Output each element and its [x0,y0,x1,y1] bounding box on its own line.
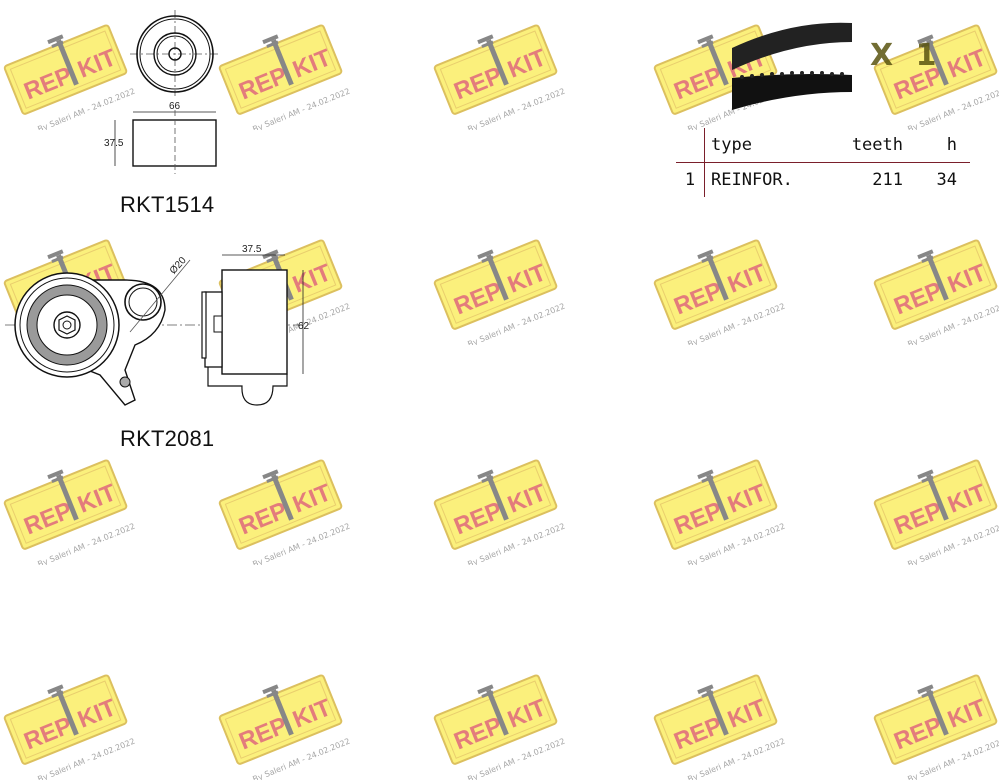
header-type: type [711,135,752,155]
svg-text:REP: REP [20,712,76,756]
svg-text:KIT: KIT [724,694,770,734]
svg-text:REP: REP [670,497,726,541]
repkit-watermark-icon: REP KIT By Saleri AM - 24.02.2022 [653,674,786,780]
repkit-watermark-icon: REP KIT By Saleri AM - 24.02.2022 [873,459,999,565]
idler-pulley-drawing: 66 37.5 [104,10,220,174]
timing-belt-icon [732,22,852,110]
repkit-watermark-icon: REP KIT By Saleri AM - 24.02.2022 [433,459,566,565]
svg-text:By Saleri AM - 24.02.2022: By Saleri AM - 24.02.2022 [686,522,786,565]
repkit-watermark-icon: REP KIT By Saleri AM - 24.02.2022 [218,674,351,780]
header-index [676,128,705,162]
repkit-watermark-icon: REP KIT By Saleri AM - 24.02.2022 [3,674,136,780]
dim-height-2: 62 [298,321,310,332]
belt-quantity: X 1 [870,38,943,73]
svg-text:REP: REP [235,712,291,756]
svg-text:REP: REP [670,62,726,106]
svg-text:By Saleri AM - 24.02.2022: By Saleri AM - 24.02.2022 [251,522,351,565]
dim-width-2: 37.5 [242,244,262,255]
svg-text:REP: REP [450,712,506,756]
svg-text:By Saleri AM - 24.02.2022: By Saleri AM - 24.02.2022 [466,302,566,345]
svg-text:KIT: KIT [289,44,335,84]
svg-text:KIT: KIT [289,479,335,519]
svg-text:REP: REP [450,62,506,106]
svg-text:By Saleri AM - 24.02.2022: By Saleri AM - 24.02.2022 [906,302,999,345]
repkit-watermark-icon: REP KIT By Saleri AM - 24.02.2022 [653,459,786,565]
svg-text:KIT: KIT [74,694,120,734]
row-h: 34 [936,170,957,190]
svg-text:REP: REP [450,277,506,321]
svg-text:KIT: KIT [724,259,770,299]
tensioner-pulley-drawing: Ø20 37.5 62 [5,244,310,406]
svg-text:REP: REP [670,712,726,756]
svg-text:REP: REP [235,497,291,541]
svg-text:By Saleri AM - 24.02.2022: By Saleri AM - 24.02.2022 [906,737,999,780]
svg-text:By Saleri AM - 24.02.2022: By Saleri AM - 24.02.2022 [36,522,136,565]
svg-text:REP: REP [20,497,76,541]
row-index: 1 [676,163,705,197]
svg-text:KIT: KIT [724,479,770,519]
svg-text:KIT: KIT [504,479,550,519]
row-type: REINFOR. [711,170,793,190]
svg-text:By Saleri AM - 24.02.2022: By Saleri AM - 24.02.2022 [906,522,999,565]
svg-text:REP: REP [450,497,506,541]
svg-text:KIT: KIT [74,479,120,519]
repkit-watermark-icon: REP KIT By Saleri AM - 24.02.2022 [433,239,566,345]
repkit-watermark-icon: REP KIT By Saleri AM - 24.02.2022 [433,674,566,780]
svg-text:By Saleri AM - 24.02.2022: By Saleri AM - 24.02.2022 [466,522,566,565]
svg-text:By Saleri AM - 24.02.2022: By Saleri AM - 24.02.2022 [466,737,566,780]
svg-text:REP: REP [890,497,946,541]
repkit-watermark-icon: REP KIT By Saleri AM - 24.02.2022 [653,239,786,345]
svg-text:By Saleri AM - 24.02.2022: By Saleri AM - 24.02.2022 [906,87,999,130]
svg-text:By Saleri AM - 24.02.2022: By Saleri AM - 24.02.2022 [36,737,136,780]
row-teeth: 211 [872,170,903,190]
svg-text:By Saleri AM - 24.02.2022: By Saleri AM - 24.02.2022 [686,737,786,780]
belt-spec-table: type teeth h 1 REINFOR. 211 34 [676,128,970,197]
belt-table-header: type teeth h [676,128,970,163]
svg-text:KIT: KIT [504,44,550,84]
header-teeth: teeth [851,135,903,155]
svg-text:By Saleri AM - 24.02.2022: By Saleri AM - 24.02.2022 [251,87,351,130]
dim-diameter: Ø20 [168,255,189,277]
part-code-rkt2081: RKT2081 [120,426,215,451]
svg-text:KIT: KIT [944,479,990,519]
svg-text:REP: REP [20,62,76,106]
svg-text:REP: REP [235,62,291,106]
svg-text:KIT: KIT [504,259,550,299]
svg-text:By Saleri AM - 24.02.2022: By Saleri AM - 24.02.2022 [686,302,786,345]
part-code-rkt1514: RKT1514 [120,192,215,217]
repkit-watermark-icon: REP KIT By Saleri AM - 24.02.2022 [873,24,999,130]
header-h: h [946,135,957,155]
dim-width: 66 [169,101,181,112]
svg-text:REP: REP [890,712,946,756]
svg-text:KIT: KIT [944,44,990,84]
dim-height: 37.5 [104,138,124,149]
svg-text:KIT: KIT [944,259,990,299]
repkit-watermark-icon: REP KIT By Saleri AM - 24.02.2022 [218,459,351,565]
svg-text:KIT: KIT [504,694,550,734]
svg-text:KIT: KIT [289,694,335,734]
svg-text:By Saleri AM - 24.02.2022: By Saleri AM - 24.02.2022 [466,87,566,130]
svg-text:REP: REP [670,277,726,321]
svg-text:KIT: KIT [944,694,990,734]
table-row: 1 REINFOR. 211 34 [676,163,970,197]
svg-text:By Saleri AM - 24.02.2022: By Saleri AM - 24.02.2022 [251,737,351,780]
repkit-watermark-icon: REP KIT By Saleri AM - 24.02.2022 [873,239,999,345]
svg-text:REP: REP [890,277,946,321]
repkit-watermark-icon: REP KIT By Saleri AM - 24.02.2022 [873,674,999,780]
repkit-watermark-icon: REP KIT By Saleri AM - 24.02.2022 [433,24,566,130]
repkit-watermark-icon: REP KIT By Saleri AM - 24.02.2022 [3,459,136,565]
